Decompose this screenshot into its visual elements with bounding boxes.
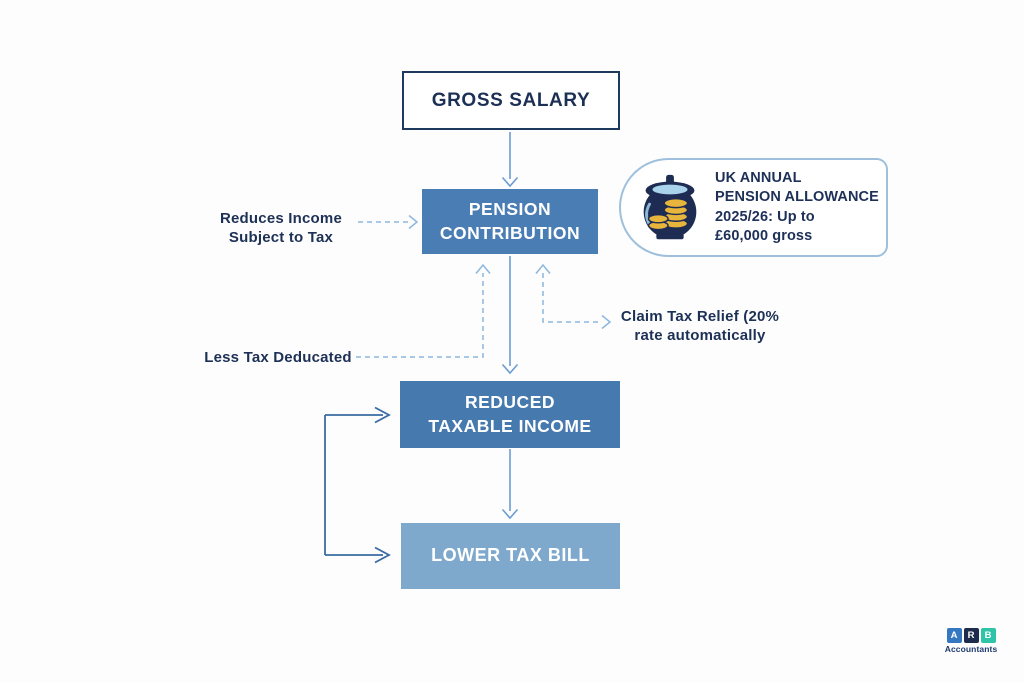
logo-caption: Accountants (944, 644, 998, 654)
bracket-arrows (324, 406, 391, 564)
dashed-arrow-less-tax (356, 263, 491, 358)
annotation-reduces-income: Reduces Income Subject to Tax (219, 210, 342, 247)
annotation-less-tax-deducated: Less Tax Deducated (204, 349, 352, 366)
pension-pot-icon (643, 174, 697, 239)
logo-letter-b: B (980, 628, 996, 643)
pension-contribution-box: PENSION CONTRIBUTION (422, 189, 598, 254)
arrow-pension-to-reduced (501, 256, 519, 375)
coins-icon (647, 197, 689, 230)
reduced-taxable-income-box: REDUCED TAXABLE INCOME (400, 381, 620, 448)
lower-tax-bill-box: LOWER TAX BILL (401, 523, 620, 589)
dashed-arrow-reduces-income (358, 214, 419, 230)
arrow-reduced-to-lower (501, 449, 519, 520)
dashed-arrow-claim-relief (535, 263, 612, 330)
arb-accountants-logo: A R B Accountants (941, 628, 1001, 654)
logo-letter-r: R (963, 628, 979, 643)
arrow-gross-to-pension (501, 132, 519, 188)
gross-salary-box: GROSS SALARY (402, 71, 620, 130)
annual-allowance-text: UK ANNUAL PENSION ALLOWANCE 2025/26: Up … (715, 169, 879, 244)
logo-letter-a: A (946, 628, 962, 643)
annotation-claim-tax-relief: Claim Tax Relief (20% rate automatically (620, 308, 780, 345)
annual-allowance-badge: UK ANNUAL PENSION ALLOWANCE 2025/26: Up … (619, 158, 888, 257)
